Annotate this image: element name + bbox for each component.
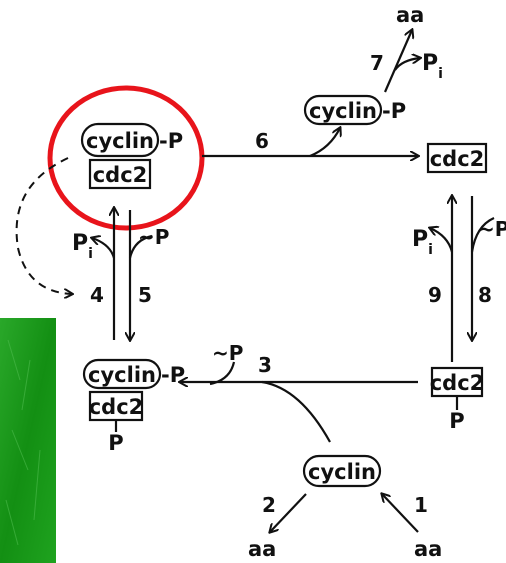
complex-top-left: cyclin -P cdc2 xyxy=(80,122,183,190)
cyclin-label: cyclin xyxy=(86,129,154,153)
cdc2-label: cdc2 xyxy=(89,395,144,419)
arrow-step-3-atp xyxy=(209,361,236,386)
dashed-feedback-arrow xyxy=(15,157,72,294)
arrow-step-3-cyclin xyxy=(261,380,331,443)
arrow-step-9-pi xyxy=(430,228,454,253)
cdc2-box xyxy=(88,158,152,190)
cyclin-label: cyclin xyxy=(309,99,377,123)
cdc2-box xyxy=(430,366,484,398)
highlight-circle xyxy=(47,85,205,231)
photo-texture xyxy=(5,339,41,546)
step-6-label: 6 xyxy=(255,129,269,153)
cdc2-p-right: cdc2 P xyxy=(430,366,485,433)
pi-top-label: Pi xyxy=(422,51,443,82)
aa-bottom-right-label: aa xyxy=(414,537,442,561)
phosphate-label: -P xyxy=(382,99,406,123)
complex-bottom-left: cyclin -P cdc2 P xyxy=(82,358,185,455)
cyclin-pill xyxy=(80,122,160,158)
cdc2-label: cdc2 xyxy=(430,371,485,395)
cyclin-pill xyxy=(82,358,162,390)
arrow-step-2 xyxy=(270,493,307,532)
cdc2-label: cdc2 xyxy=(430,147,485,171)
arrow-step-7-pi xyxy=(394,58,420,71)
pi-right-label: Pi xyxy=(412,227,433,258)
green-photo-strip xyxy=(0,318,56,563)
phosphate-label: -P xyxy=(159,129,183,153)
step-8-label: 8 xyxy=(478,283,492,307)
cdc2-box xyxy=(426,142,488,174)
arrow-step-4-pi xyxy=(92,238,116,259)
arrow-branch-cyclin-p xyxy=(309,128,340,158)
step-5-label: 5 xyxy=(138,283,152,307)
phosphate-label: -P xyxy=(161,363,185,387)
cdc2-label: cdc2 xyxy=(93,163,148,187)
phosphate-label: P xyxy=(449,409,464,433)
arrow-step-8-atp xyxy=(470,216,495,253)
aa-top-label: aa xyxy=(396,3,424,27)
cdc2-top-right: cdc2 xyxy=(426,142,488,174)
atp-right-label: ~P xyxy=(478,217,506,241)
arrow-step-5-atp xyxy=(128,234,153,259)
step-3-label: 3 xyxy=(258,353,272,377)
arrow-step-7-aa xyxy=(383,30,412,93)
cyclin-p-top: cyclin -P xyxy=(303,94,406,126)
cyclin-pill xyxy=(303,94,383,126)
cyclin-bottom: cyclin xyxy=(302,454,382,488)
step-2-label: 2 xyxy=(262,493,276,517)
cyclin-label: cyclin xyxy=(88,363,156,387)
cyclin-pill xyxy=(302,454,382,488)
step-1-label: 1 xyxy=(414,493,428,517)
step-7-label: 7 xyxy=(370,51,384,75)
atp-left-label: ~P xyxy=(138,225,169,249)
step-9-label: 9 xyxy=(428,283,442,307)
atp-bottom-label: ~P xyxy=(212,341,243,365)
phosphate-below-label: P xyxy=(108,431,123,455)
cdc2-box xyxy=(88,390,144,422)
arrow-step-1 xyxy=(382,494,419,533)
aa-bottom-left-label: aa xyxy=(248,537,276,561)
pi-left-label: Pi xyxy=(72,231,93,262)
cyclin-label: cyclin xyxy=(308,460,376,484)
step-4-label: 4 xyxy=(90,283,104,307)
